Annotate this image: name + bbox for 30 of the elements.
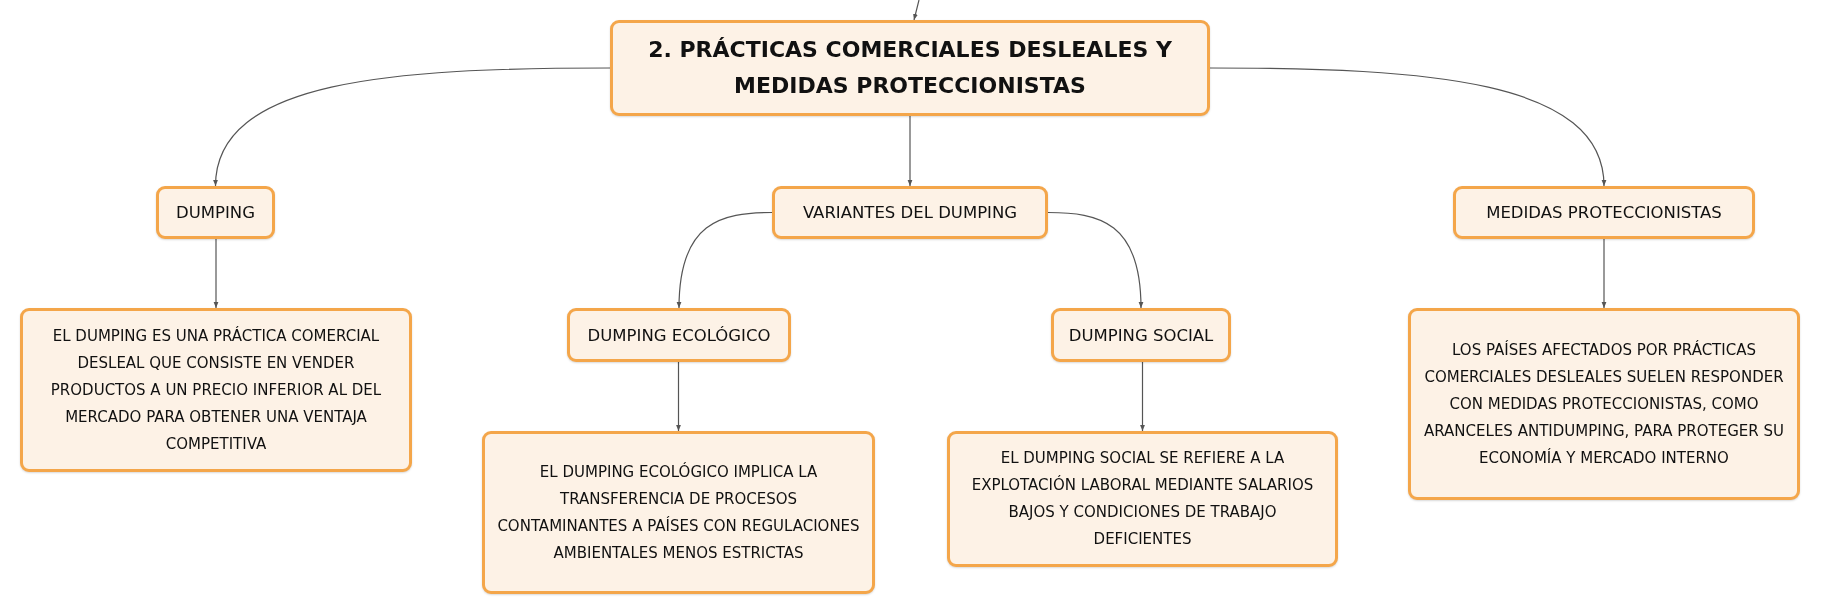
connector-arrow [1601,238,1607,309]
node-text: DUMPING [176,202,255,224]
node-text: EL DUMPING SOCIAL SE REFIERE A LA EXPLOTACIÓN LABORAL MEDIANTE SALARIOS BAJOS Y CONDICIONES DE TRABAJO DEFICIENTES [970,448,1315,550]
node-text: 2. PRÁCTICAS COMERCIALES DESLEALES Y MEDIDAS PROTECCIONISTAS [647,36,1173,100]
concept-box [567,308,791,362]
connector-arrow [676,211,773,309]
node-text: LOS PAÍSES AFECTADOS POR PRÁCTICAS COMERCIALES DESLEALES SUELEN RESPONDER CON MEDIDAS PROTECCIONISTAS, COMO ARANCELES ANTIDUMPING, PARA PROTEGER SU ECONOMÍA Y MERCADO INTERNO [1423,339,1785,469]
concept-box [1051,308,1231,362]
concept-box [20,308,412,472]
connector-arrow [907,115,913,187]
connector-arrow [213,238,219,309]
connector-arrow [214,67,611,187]
node-text: DUMPING SOCIAL [1068,324,1214,347]
concept-box [1453,186,1755,239]
concept-box [947,431,1338,567]
connector-arrow [676,361,681,432]
node-text: DUMPING ECOLÓGICO [587,324,771,347]
topic-box [610,20,1210,116]
node-text: EL DUMPING ES UNA PRÁCTICA COMERCIAL DESLEAL QUE CONSISTE EN VENDER PRODUCTOS A UN PRECIO INFERIOR AL DEL MERCADO PARA OBTENER UNA VENTAJA COMPETITIVA [49,325,383,455]
node-text: EL DUMPING ECOLÓGICO IMPLICA LA TRANSFERENCIA DE PROCESOS CONTAMINANTES A PAÍSES CON REGULACIONES AMBIENTALES MENOS ESTRICTAS [496,461,861,564]
concept-box [772,186,1048,239]
concept-box [482,431,875,594]
connector-arrow [1209,67,1606,187]
concept-box [156,186,275,239]
connector-arrow [913,0,920,21]
concept-box [1408,308,1800,500]
node-text: MEDIDAS PROTECCIONISTAS [1486,202,1722,224]
connector-arrow [1140,361,1145,432]
connector-arrow [1047,211,1144,309]
node-text: VARIANTES DEL DUMPING [802,202,1018,224]
